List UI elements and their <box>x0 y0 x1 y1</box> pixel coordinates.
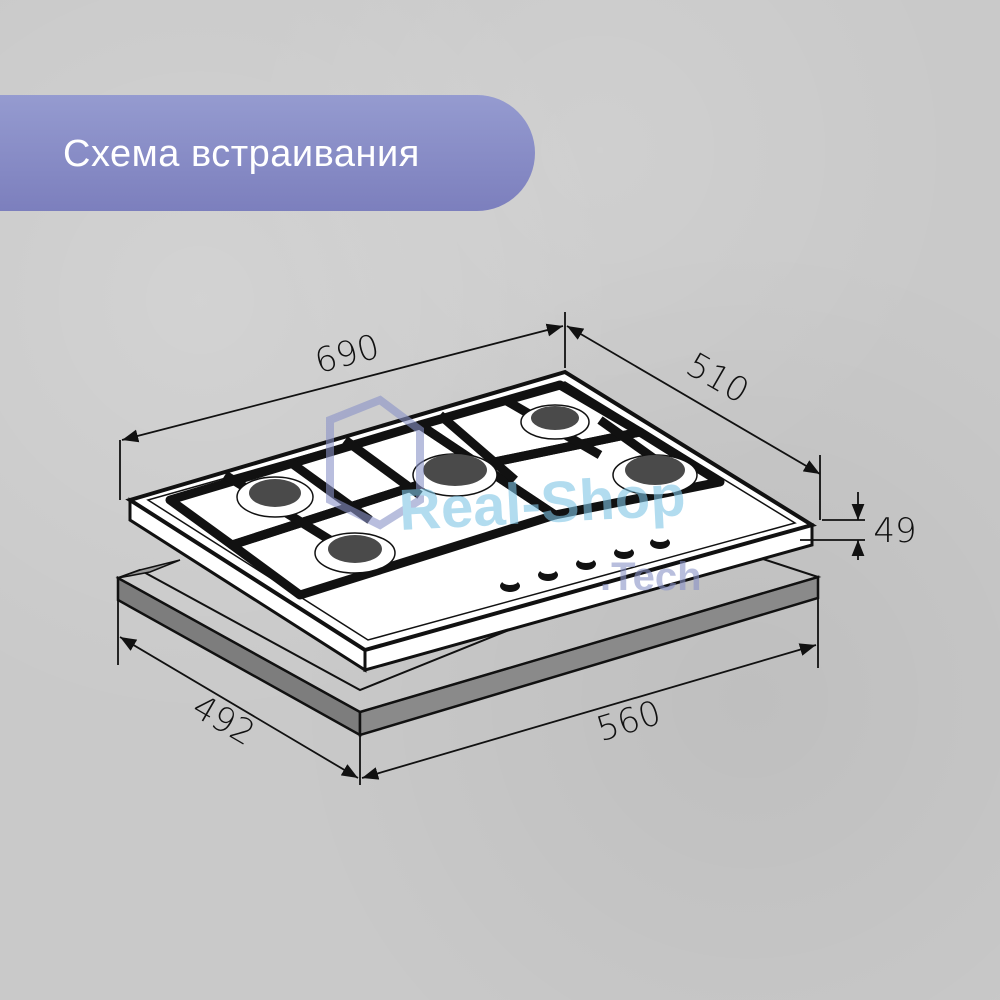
watermark: Real-Shop .Tech <box>326 395 702 599</box>
dimension-lines <box>117 312 865 785</box>
watermark-text: Real-Shop <box>397 463 687 543</box>
watermark-logo-icon <box>326 395 424 530</box>
banner-title: Схема встраивания <box>63 132 420 175</box>
dim-510: 510 <box>679 345 755 412</box>
dim-49: 49 <box>873 511 916 551</box>
control-knobs <box>500 534 670 592</box>
title-banner: Схема встраивания <box>0 95 535 211</box>
dim-492: 492 <box>185 687 261 754</box>
dim-560: 560 <box>592 693 666 750</box>
watermark-subtext: .Tech <box>600 555 702 599</box>
dim-690: 690 <box>311 327 384 382</box>
